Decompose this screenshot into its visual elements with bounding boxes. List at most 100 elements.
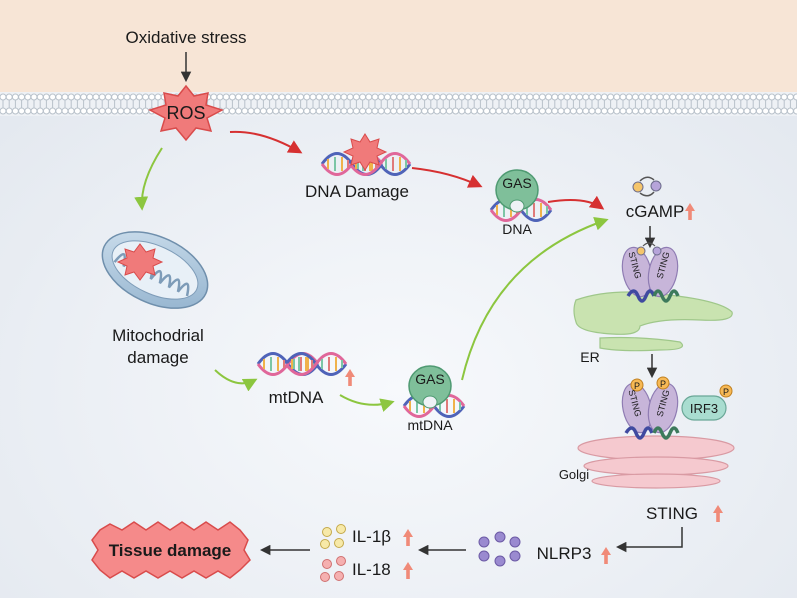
il1b-dots: [320, 524, 346, 549]
lipid-head-bottom: [290, 107, 298, 115]
lipid-head-bottom: [526, 107, 534, 115]
il1b-label: IL-1β: [352, 527, 391, 546]
lipid-head-top: [786, 93, 794, 101]
lipid-head-bottom: [111, 107, 119, 115]
lipid-head-top: [743, 93, 751, 101]
lipid-head-top: [278, 93, 286, 101]
lipid-head-bottom: [569, 107, 577, 115]
er-label: ER: [580, 349, 599, 365]
nlrp3-label: NLRP3: [537, 544, 592, 563]
lipid-head-top: [483, 93, 491, 101]
lipid-head-bottom: [452, 107, 460, 115]
cell-membrane: [0, 92, 797, 116]
lipid-head-bottom: [259, 107, 267, 115]
lipid-head-top: [669, 93, 677, 101]
lipid-head-bottom: [582, 107, 590, 115]
il18-dots: [320, 556, 346, 582]
lipid-head-bottom: [439, 107, 447, 115]
lipid-head-top: [557, 93, 565, 101]
lipid-head-bottom: [793, 107, 797, 115]
lipid-head-bottom: [532, 107, 540, 115]
lipid-head-bottom: [235, 107, 243, 115]
lipid-head-top: [98, 93, 106, 101]
lipid-head-top: [111, 93, 119, 101]
lipid-head-top: [216, 93, 224, 101]
lipid-head-top: [266, 93, 274, 101]
lipid-head-top: [458, 93, 466, 101]
lipid-head-top: [675, 93, 683, 101]
lipid-head-bottom: [520, 107, 528, 115]
lipid-head-top: [129, 93, 137, 101]
gas-to-cgamp-arrow: [547, 195, 605, 210]
lipid-head-top: [433, 93, 441, 101]
lipid-head-top: [5, 93, 13, 101]
mtdna-small-label: mtDNA: [407, 417, 453, 433]
lipid-head-bottom: [706, 107, 714, 115]
lipid-head-bottom: [613, 107, 621, 115]
lipid-head-bottom: [383, 107, 391, 115]
lipid-head-top: [352, 93, 360, 101]
lipid-head-bottom: [470, 107, 478, 115]
lipid-head-bottom: [669, 107, 677, 115]
lipid-head-top: [780, 93, 788, 101]
ros-to-dna-arrow: [229, 130, 303, 154]
lipid-head-bottom: [278, 107, 286, 115]
mito-label-line2: damage: [127, 348, 188, 367]
golgi-label: Golgi: [559, 467, 589, 482]
lipid-head-bottom: [724, 107, 732, 115]
lipid-head-bottom: [619, 107, 627, 115]
lipid-head-bottom: [142, 107, 150, 115]
lipid-head-top: [594, 93, 602, 101]
lipid-head-top: [762, 93, 770, 101]
lipid-head-bottom: [49, 107, 57, 115]
lipid-head-bottom: [780, 107, 788, 115]
lipid-head-top: [501, 93, 509, 101]
lipid-head-top: [662, 93, 670, 101]
lipid-head-bottom: [588, 107, 596, 115]
lipid-head-top: [92, 93, 100, 101]
lipid-head-top: [303, 93, 311, 101]
lipid-head-top: [625, 93, 633, 101]
lipid-head-bottom: [284, 107, 292, 115]
lipid-head-top: [321, 93, 329, 101]
lipid-head-bottom: [557, 107, 565, 115]
lipid-head-top: [55, 93, 63, 101]
lipid-head-bottom: [272, 107, 280, 115]
lipid-head-top: [24, 93, 32, 101]
lipid-head-bottom: [712, 107, 720, 115]
sting-golgi-complex: [577, 376, 735, 489]
lipid-head-top: [104, 93, 112, 101]
lipid-head-top: [402, 93, 410, 101]
lipid-head-top: [607, 93, 615, 101]
lipid-head-bottom: [365, 107, 373, 115]
sting-er-complex: [573, 242, 733, 352]
lipid-head-top: [563, 93, 571, 101]
lipid-head-bottom: [755, 107, 763, 115]
lipid-head-bottom: [36, 107, 44, 115]
irf3-label: IRF3: [690, 401, 718, 416]
lipid-head-top: [297, 93, 305, 101]
lipid-head-top: [569, 93, 577, 101]
lipid-head-top: [383, 93, 391, 101]
phospho-3-label: P: [723, 387, 729, 397]
lipid-head-bottom: [644, 107, 652, 115]
lipid-head-top: [371, 93, 379, 101]
lipid-head-bottom: [123, 107, 131, 115]
lipid-head-top: [793, 93, 797, 101]
lipid-head-top: [514, 93, 522, 101]
sting-to-nlrp3-arrow: [615, 527, 683, 553]
gas-mtdna-complex: [402, 365, 466, 418]
lipid-head-top: [551, 93, 559, 101]
lipid-head-top: [749, 93, 757, 101]
lipid-head-bottom: [687, 107, 695, 115]
lipid-head-top: [582, 93, 590, 101]
lipid-head-bottom: [18, 107, 26, 115]
lipid-head-top: [526, 93, 534, 101]
lipid-head-top: [309, 93, 317, 101]
il18-label: IL-18: [352, 560, 391, 579]
lipid-head-bottom: [129, 107, 137, 115]
lipid-head-top: [241, 93, 249, 101]
lipid-head-top: [700, 93, 708, 101]
lipid-head-top: [724, 93, 732, 101]
lipid-head-top: [61, 93, 69, 101]
